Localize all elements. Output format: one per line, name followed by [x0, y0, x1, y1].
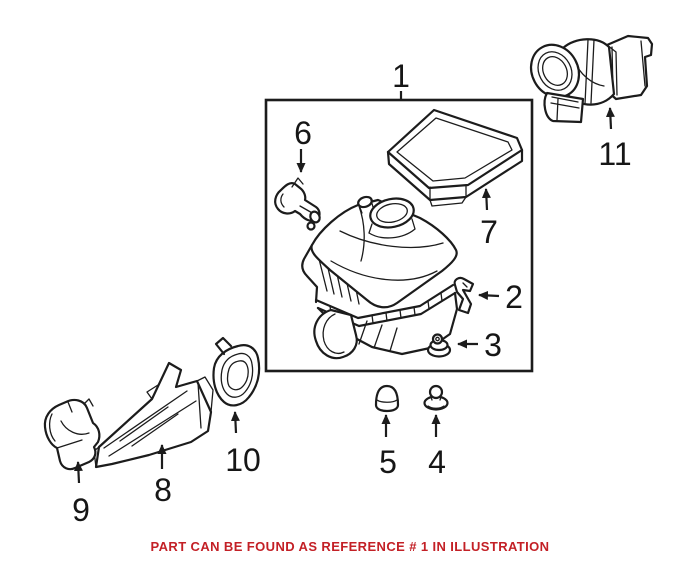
callout-9-arrow: [73, 461, 83, 484]
callout-11-label: 11: [598, 136, 631, 172]
part-11-intake-elbow-drawing: [529, 34, 654, 124]
callout-6-label: 6: [294, 115, 312, 151]
part-9-duct-end-drawing: [43, 398, 101, 471]
callout-9-label: 9: [72, 492, 90, 528]
callout-10-label: 10: [225, 442, 261, 478]
part-10-seal-ring-drawing: [212, 336, 261, 407]
part-4-ball-stud-drawing: [423, 384, 449, 411]
callout-8-label: 8: [154, 472, 172, 508]
callout-2-label: 2: [505, 279, 523, 315]
reference-note: PART CAN BE FOUND AS REFERENCE # 1 IN IL…: [150, 539, 550, 554]
callout-arrows: [73, 91, 615, 484]
part-1-air-cleaner-assembly-drawing: [301, 195, 459, 360]
callout-7-label: 7: [480, 214, 498, 250]
part-2-bracket-drawing: [453, 276, 475, 315]
callout-5-label: 5: [379, 444, 397, 480]
callout-11-arrow: [605, 107, 615, 130]
part-5-cap-drawing: [374, 384, 400, 413]
part-7-air-filter-drawing: [386, 108, 524, 207]
callout-10-arrow: [230, 411, 240, 434]
part-8-intake-duct-drawing: [93, 361, 214, 469]
part-6-bracket-drawing: [274, 177, 321, 231]
callout-4-label: 4: [428, 444, 446, 480]
callout-2-arrow: [478, 290, 500, 300]
callout-7-arrow: [481, 188, 491, 211]
callout-labels: 1 2 3 4 5 6 7 8 9 10 11: [72, 58, 632, 528]
part-3-grommet-drawing: [426, 333, 452, 358]
reference-box: [264, 98, 534, 373]
callout-3-label: 3: [484, 327, 502, 363]
callout-1-label: 1: [392, 58, 410, 94]
